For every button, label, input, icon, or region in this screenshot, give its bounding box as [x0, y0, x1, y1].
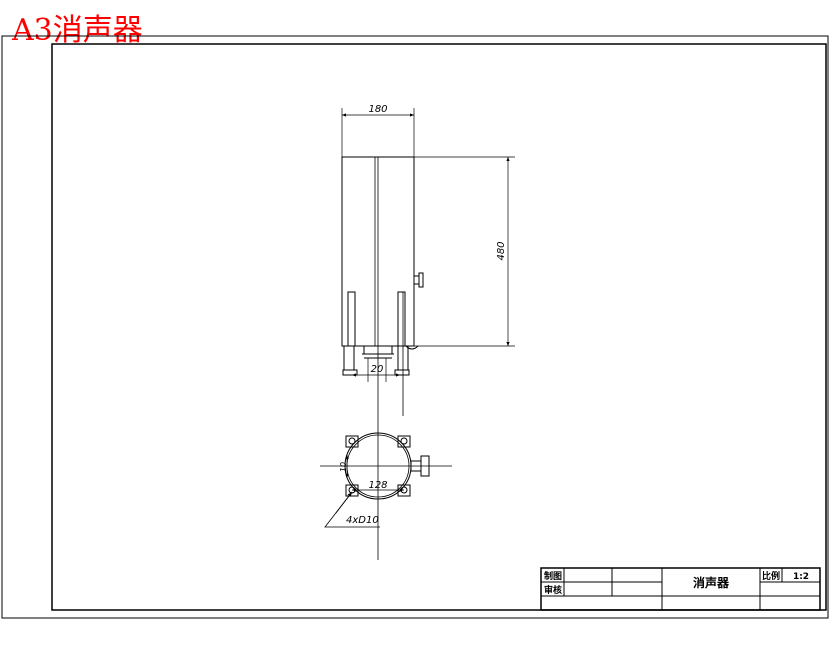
outer-border — [1, 35, 829, 619]
spacing-dimension-label: 20 — [371, 364, 384, 375]
mounting-hole — [400, 437, 408, 445]
title-block — [540, 567, 821, 611]
height-dimension-label: 480 — [496, 241, 507, 260]
right-foot — [394, 369, 410, 376]
left-inner-tube — [347, 291, 356, 347]
left-foot — [342, 369, 358, 376]
mounting-hole — [348, 437, 356, 445]
drawn-by-label: 制图 — [544, 570, 562, 582]
hole-spec-label: 4xD10 — [346, 515, 379, 526]
top-view — [320, 432, 452, 528]
right-inner-tube — [397, 291, 406, 347]
inner-border — [51, 43, 827, 611]
sheet-title: A3消声器 — [12, 13, 143, 48]
front-view — [341, 108, 515, 560]
drawing-name: 消声器 — [693, 575, 730, 590]
bolt-circle-label: 128 — [368, 480, 387, 491]
scale-value: 1:2 — [793, 572, 809, 582]
checked-by-label: 审核 — [544, 584, 562, 596]
small-dimension-label: 10 — [339, 462, 348, 472]
side-fitting — [413, 275, 420, 285]
scale-label: 比例 — [762, 570, 780, 582]
width-dimension-label: 180 — [368, 104, 387, 115]
